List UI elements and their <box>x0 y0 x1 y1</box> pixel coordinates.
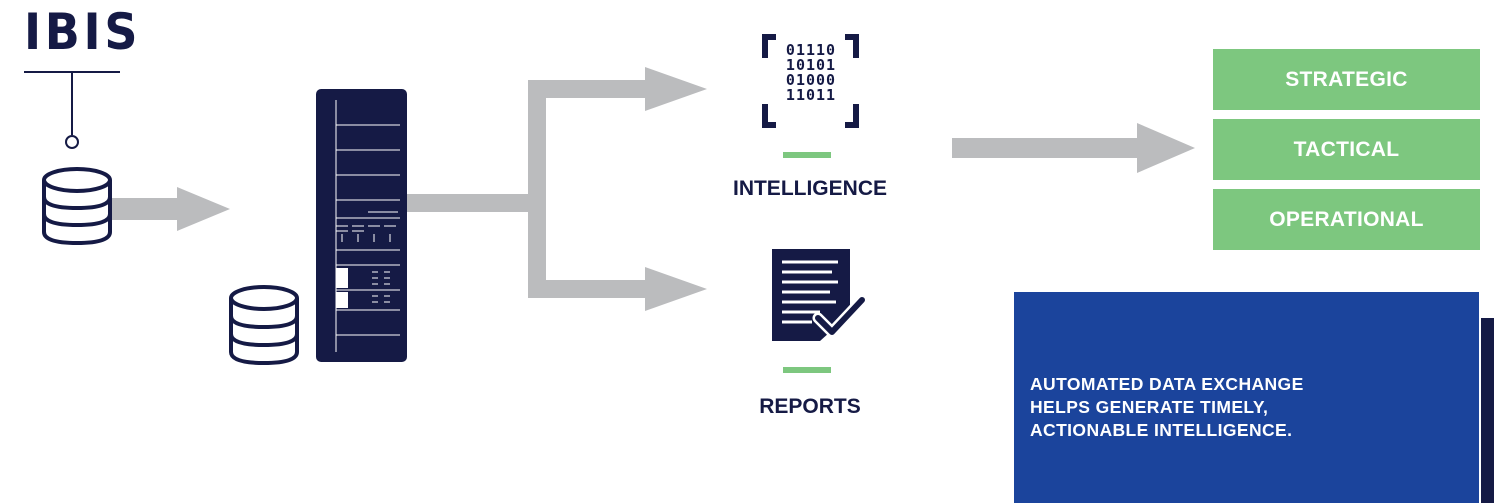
binary-line-3: 01000 <box>786 71 836 89</box>
server-database-icon <box>229 285 299 366</box>
intelligence-divider <box>783 152 831 158</box>
reports-label: REPORTS <box>759 395 861 418</box>
arrow-db-to-server <box>112 187 230 231</box>
arrow-intelligence-to-levels <box>952 123 1195 173</box>
binary-data-icon <box>762 34 859 128</box>
logo-pin <box>24 71 120 149</box>
intelligence-label: INTELLIGENCE <box>732 177 887 200</box>
server-rack-icon <box>316 89 407 362</box>
reports-divider <box>783 367 831 373</box>
source-database-icon <box>42 167 112 246</box>
binary-line-1: 01110 <box>786 41 836 59</box>
report-document-icon <box>772 249 868 341</box>
callout-text: AUTOMATED DATA EXCHANGE HELPS GENERATE T… <box>1030 374 1304 440</box>
binary-line-2: 10101 <box>786 56 836 74</box>
level-strategic: STRATEGIC <box>1213 49 1480 110</box>
ibis-logo: IBIS <box>24 3 142 61</box>
level-tactical: TACTICAL <box>1213 119 1480 180</box>
callout-shadow <box>1481 318 1494 503</box>
binary-text: 01110 10101 01000 11011 <box>786 41 836 104</box>
branch-arrows <box>407 67 707 311</box>
callout-box <box>1014 292 1479 503</box>
binary-line-4: 11011 <box>786 86 836 104</box>
level-operational: OPERATIONAL <box>1213 189 1480 250</box>
